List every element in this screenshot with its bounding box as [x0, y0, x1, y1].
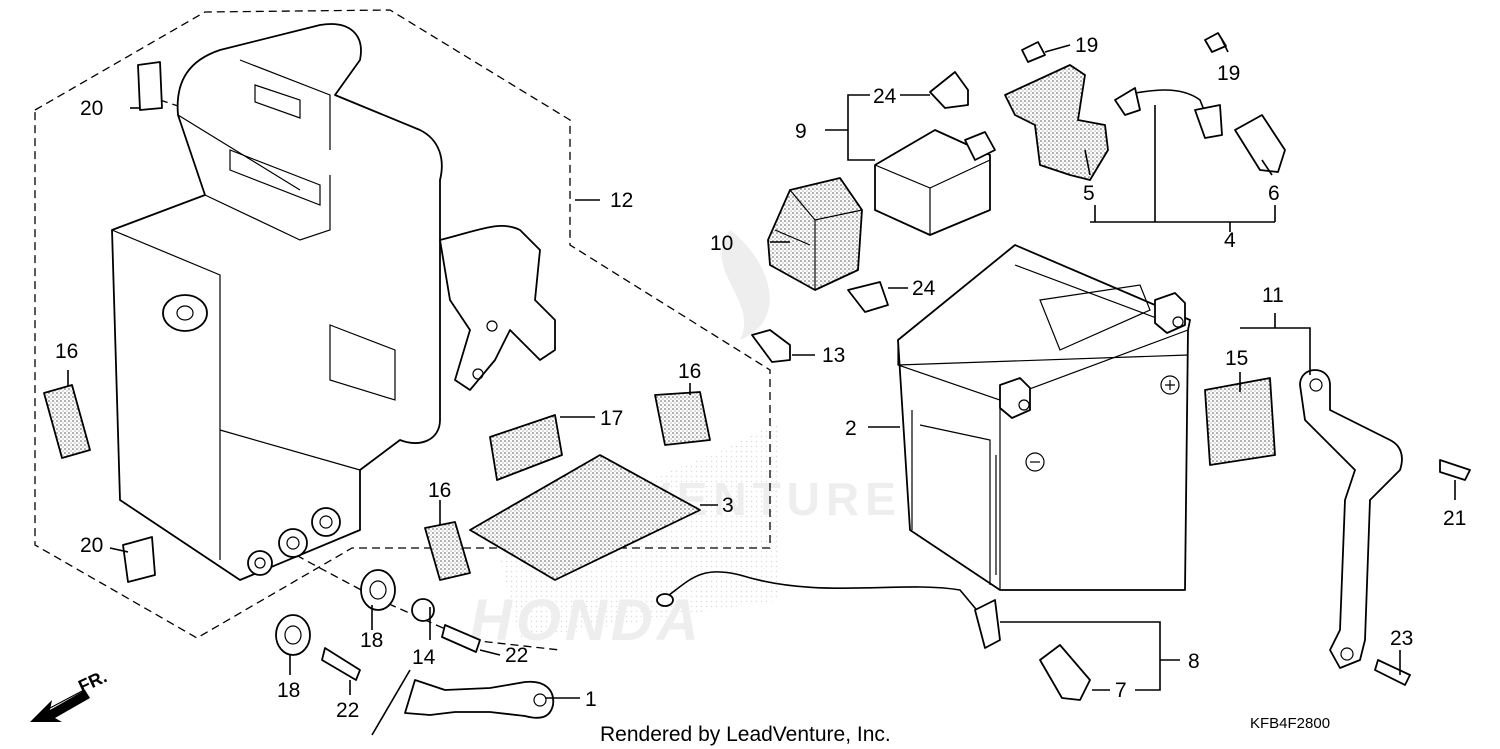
terminal-cap-6 — [1234, 114, 1286, 173]
callout-16-c: 16 — [428, 479, 451, 502]
callout-15: 15 — [1225, 347, 1248, 370]
front-direction-indicator: FR. — [30, 666, 110, 722]
callout-labels: 1 2 3 4 5 6 7 8 9 10 11 12 13 14 15 16 1… — [55, 34, 1466, 722]
callout-22-b: 22 — [336, 699, 359, 722]
clip-13 — [751, 329, 791, 363]
callout-10: 10 — [710, 232, 733, 255]
callout-4: 4 — [1224, 229, 1236, 252]
bracket-1 — [404, 679, 555, 719]
callout-5: 5 — [1083, 182, 1095, 205]
callout-7: 7 — [1115, 679, 1127, 702]
pad-17 — [489, 414, 563, 481]
assembly-boundary — [34, 9, 771, 639]
callout-19-b: 19 — [1217, 62, 1240, 85]
callout-1: 1 — [585, 688, 597, 711]
pad-16-b — [654, 391, 711, 446]
battery-holder-bracket — [1299, 369, 1403, 669]
caption-text: Rendered by LeadVenture, Inc. — [600, 723, 891, 746]
bolt-23 — [1374, 659, 1411, 686]
callout-8: 8 — [1188, 650, 1200, 673]
bolt-19-a — [1021, 41, 1046, 63]
starter-relay — [874, 129, 996, 236]
callout-14: 14 — [412, 646, 436, 669]
bolt-19-b — [1204, 32, 1227, 53]
nut-20-a — [137, 61, 163, 111]
bolt-21 — [1439, 459, 1471, 481]
callout-21: 21 — [1443, 507, 1466, 530]
nut-20-b — [122, 536, 156, 583]
bolt-22-a — [441, 624, 481, 653]
callout-24-a: 24 — [873, 85, 897, 108]
callout-22-a: 22 — [505, 644, 528, 667]
callout-20-a: 20 — [80, 97, 103, 120]
callout-24-b: 24 — [912, 277, 936, 300]
bolt-22-b — [321, 647, 361, 681]
callout-17: 17 — [600, 407, 623, 430]
negative-cable — [664, 571, 986, 621]
fuse-clip-bottom — [847, 281, 889, 313]
callout-23: 23 — [1390, 627, 1413, 650]
grommet-18-b — [275, 614, 311, 656]
relay-cover — [767, 177, 863, 291]
callout-16-a: 16 — [55, 340, 78, 363]
callout-19-a: 19 — [1075, 34, 1098, 57]
callout-16-b: 16 — [678, 360, 701, 383]
fuse-clip-top — [929, 71, 969, 109]
callout-20-b: 20 — [80, 534, 103, 557]
callout-11: 11 — [1262, 284, 1284, 307]
callout-13: 13 — [822, 344, 845, 367]
arrow-icon — [30, 690, 90, 722]
leader-lines — [67, 39, 1456, 736]
battery — [897, 244, 1191, 591]
diagram-code: KFB4F2800 — [1250, 715, 1330, 732]
callout-2: 2 — [845, 417, 857, 440]
callout-18-b: 18 — [277, 679, 300, 702]
grommet-18-a — [360, 569, 396, 611]
pad-15 — [1204, 377, 1276, 466]
terminal-cap-7 — [1039, 644, 1091, 701]
callout-12: 12 — [610, 189, 633, 212]
pad-16-a — [43, 384, 91, 459]
callout-6: 6 — [1268, 182, 1280, 205]
collar-14 — [411, 598, 435, 622]
callout-18-a: 18 — [360, 629, 383, 652]
battery-pad — [469, 454, 701, 581]
terminal-cap-5 — [1004, 64, 1109, 181]
callout-9: 9 — [795, 120, 807, 143]
battery-box — [111, 23, 556, 581]
pad-16-c — [424, 521, 471, 581]
callout-3: 3 — [722, 494, 734, 517]
